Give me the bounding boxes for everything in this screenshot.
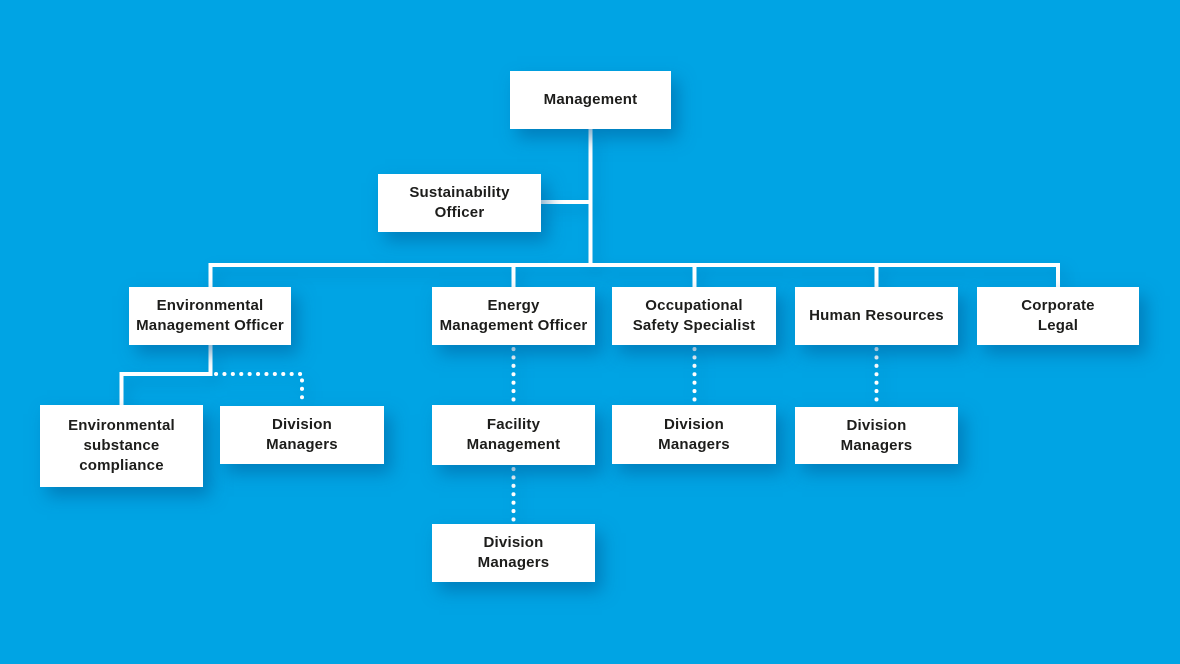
node-corporate-legal: Corporate Legal — [977, 287, 1139, 345]
node-division-managers-hr-label: Division Managers — [840, 416, 913, 454]
edge-env-to-division-dotted — [214, 372, 304, 406]
node-human-resources: Human Resources — [795, 287, 958, 345]
node-division-managers-occupational-label: Division Managers — [658, 415, 730, 453]
node-occupational-safety-specialist-label: Occupational Safety Specialist — [632, 297, 756, 334]
node-environmental-substance-compliance: Environmental substance compliance — [40, 405, 203, 487]
node-environmental-management-officer: Environmental Management Officer — [129, 287, 291, 345]
edge-main-rail — [208, 263, 1060, 287]
node-division-managers-hr: Division Managers — [795, 407, 958, 464]
node-energy-management-officer-label: Energy Management Officer — [439, 297, 588, 334]
node-management-label: Management — [543, 91, 638, 108]
node-division-managers-environmental: Division Managers — [220, 406, 384, 464]
edge-env-to-substance — [119, 345, 213, 405]
node-corporate-legal-label: Corporate Legal — [1021, 297, 1095, 334]
node-environmental-management-officer-label: Environmental Management Officer — [136, 297, 284, 334]
node-energy-management-officer: Energy Management Officer — [432, 287, 595, 345]
node-management: Management — [510, 71, 671, 129]
node-division-managers-facility-label: Division Managers — [477, 534, 550, 571]
node-human-resources-label: Human Resources — [809, 307, 944, 324]
node-environmental-substance-compliance-label: Environmental substance compliance — [68, 417, 175, 474]
node-facility-management: Facility Management — [432, 405, 595, 465]
node-division-managers-occupational: Division Managers — [612, 405, 776, 464]
node-division-managers-environmental-label: Division Managers — [266, 416, 338, 453]
node-sustainability-officer-label: Sustainability Officer — [409, 184, 510, 221]
node-division-managers-facility: Division Managers — [432, 524, 595, 582]
node-facility-management-label: Facility Management — [466, 416, 561, 453]
node-occupational-safety-specialist: Occupational Safety Specialist — [612, 287, 776, 345]
node-sustainability-officer: Sustainability Officer — [378, 174, 541, 232]
